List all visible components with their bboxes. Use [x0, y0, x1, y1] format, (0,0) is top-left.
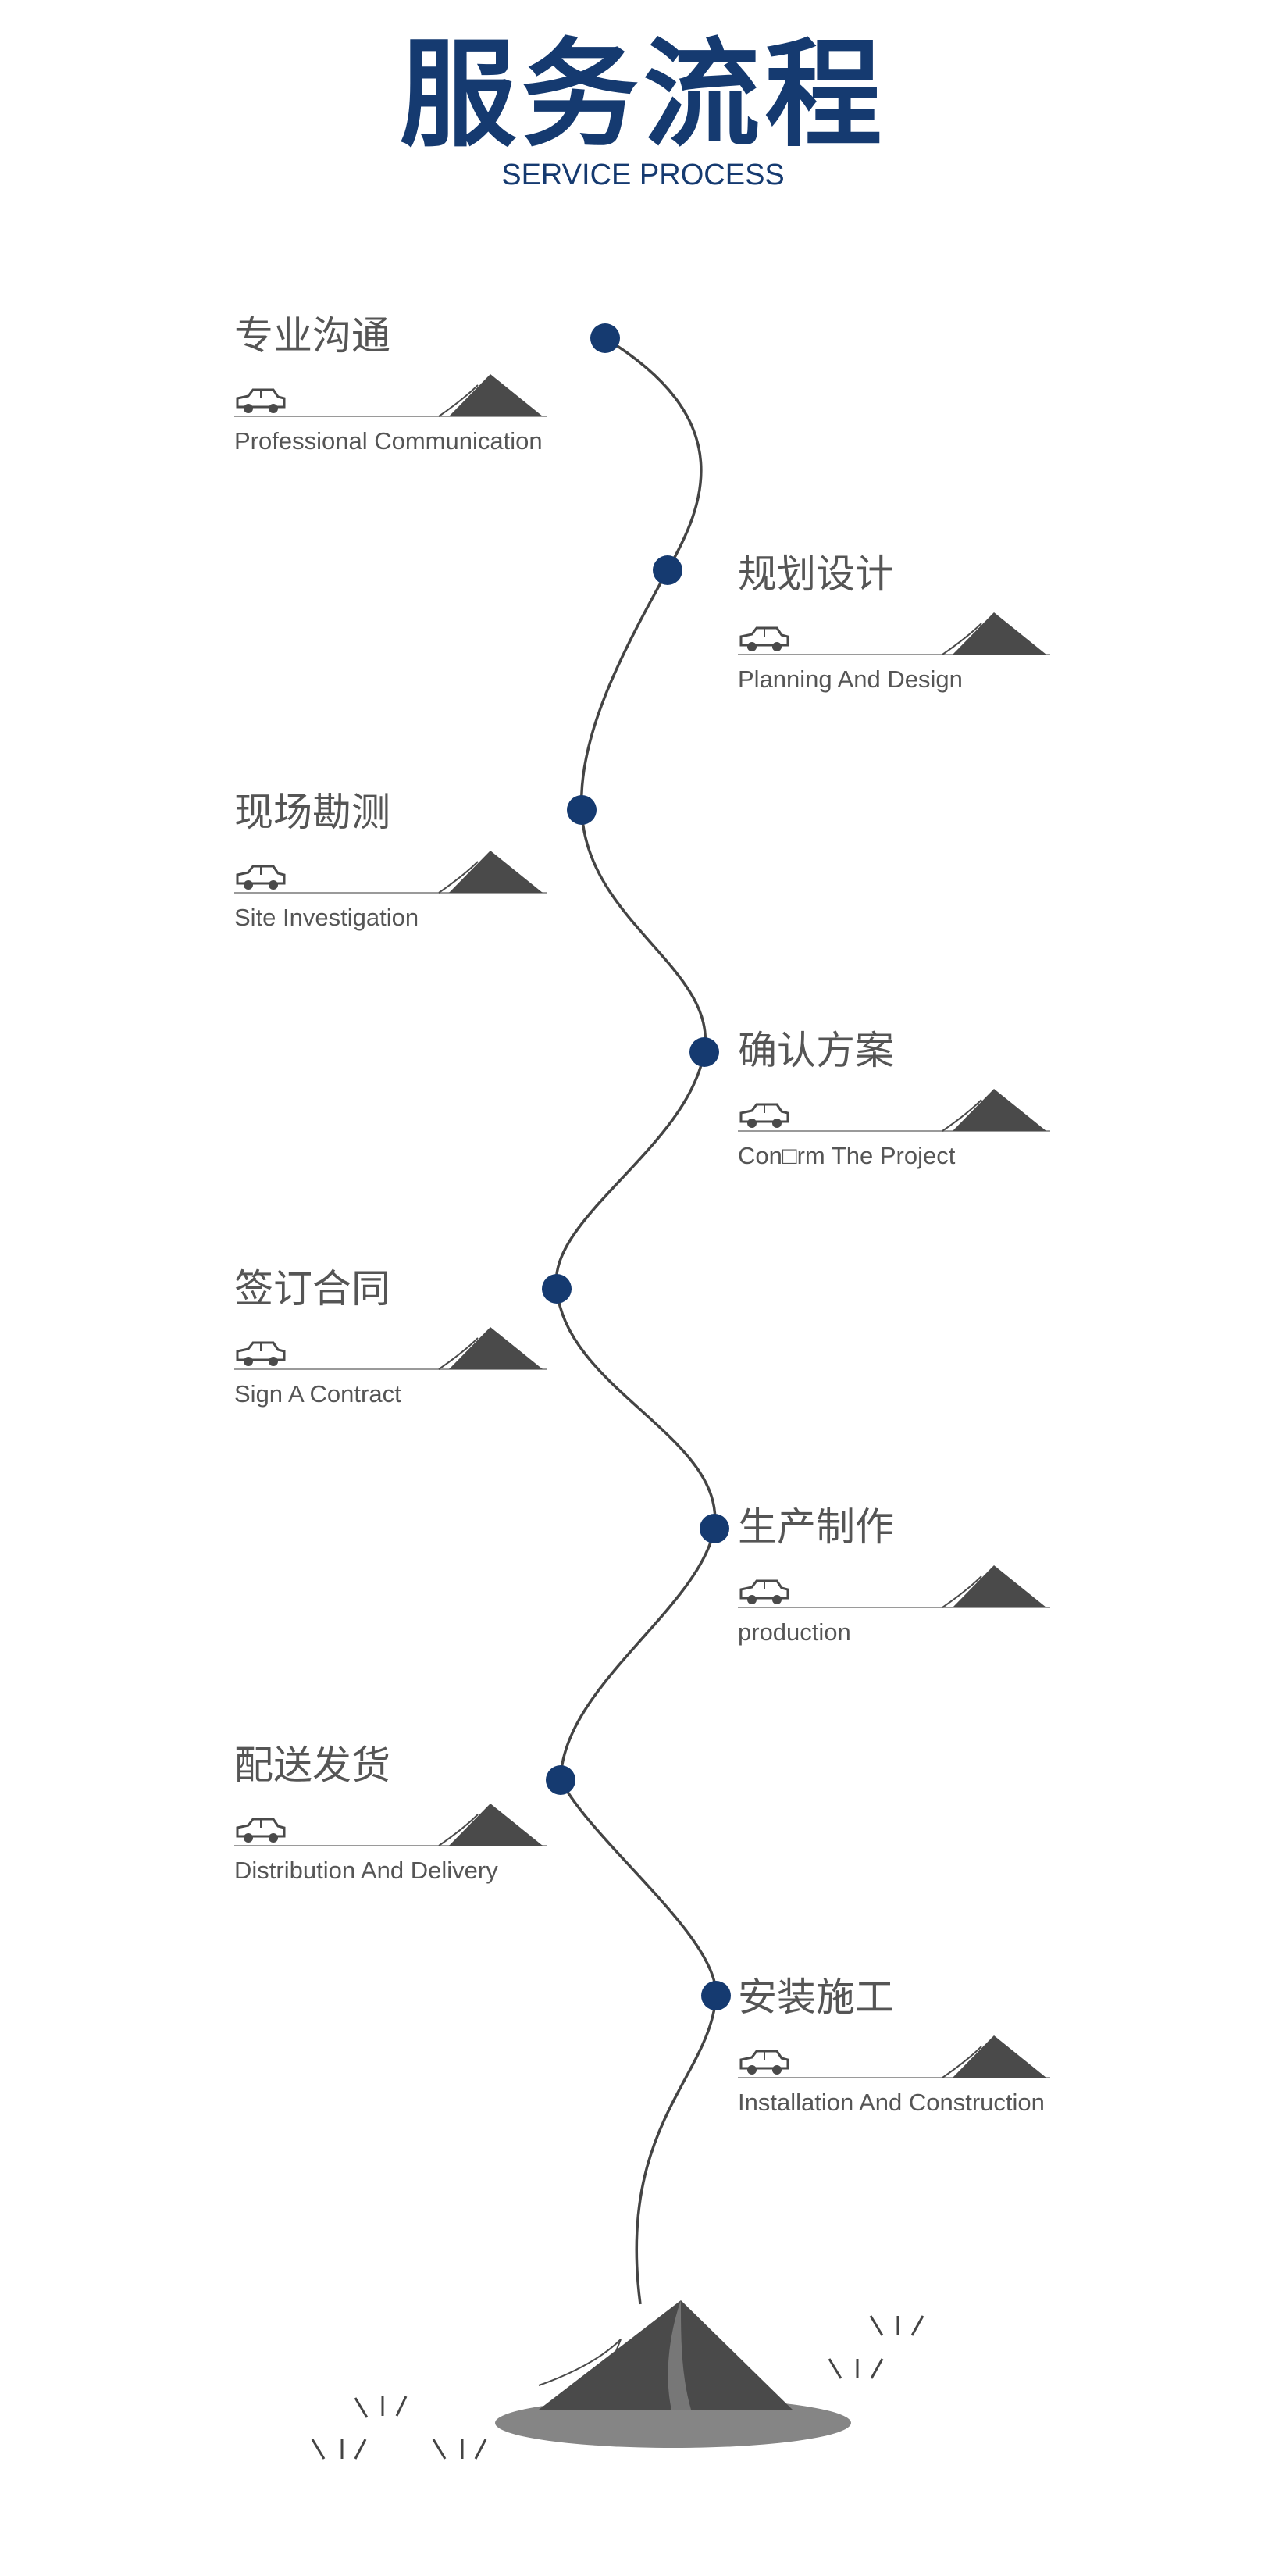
process-step-8: 安装施工 Installation And Construction — [738, 1978, 1074, 2134]
process-step-3: 现场勘测 Site Investigation — [234, 793, 570, 949]
step-decoration — [234, 849, 547, 900]
step-subtitle: Con□rm The Project — [738, 1142, 955, 1170]
step-decoration — [738, 611, 1050, 662]
step-decoration — [738, 1564, 1050, 1614]
step-subtitle: production — [738, 1618, 851, 1647]
step-dot-4 — [689, 1037, 719, 1067]
step-subtitle: Professional Communication — [234, 427, 543, 455]
process-step-5: 签订合同 Sign A Contract — [234, 1269, 570, 1425]
car-icon — [741, 628, 788, 651]
step-subtitle: Site Investigation — [234, 904, 419, 932]
campsite-tent-icon — [495, 2300, 851, 2448]
step-decoration — [234, 1325, 547, 1376]
step-dot-8 — [701, 1981, 731, 2010]
process-step-4: 确认方案 Con□rm The Project — [738, 1031, 1074, 1187]
step-dot-3 — [567, 795, 597, 825]
step-dot-1 — [590, 323, 620, 353]
tent-icon — [439, 374, 543, 416]
tent-icon — [439, 1804, 543, 1846]
process-step-1: 专业沟通 Professional Communication — [234, 316, 570, 473]
tent-icon — [942, 2035, 1046, 2078]
step-decoration — [234, 1802, 547, 1853]
car-icon — [237, 390, 284, 413]
process-step-2: 规划设计 Planning And Design — [738, 555, 1074, 711]
step-decoration — [738, 1087, 1050, 1138]
tent-icon — [942, 1089, 1046, 1131]
step-decoration — [234, 373, 547, 423]
step-title: 签订合同 — [234, 1269, 390, 1308]
step-title: 规划设计 — [738, 555, 894, 594]
tent-icon — [942, 1565, 1046, 1607]
car-icon — [237, 866, 284, 890]
step-title: 配送发货 — [234, 1746, 390, 1785]
tent-icon — [439, 851, 543, 893]
step-subtitle: Sign A Contract — [234, 1380, 401, 1408]
step-title: 确认方案 — [738, 1031, 894, 1070]
step-subtitle: Planning And Design — [738, 665, 963, 694]
step-decoration — [738, 2034, 1050, 2085]
car-icon — [237, 1819, 284, 1843]
step-dot-6 — [700, 1514, 729, 1543]
step-title: 生产制作 — [738, 1507, 894, 1547]
tent-icon — [439, 1327, 543, 1369]
step-dot-2 — [653, 555, 682, 585]
step-subtitle: Distribution And Delivery — [234, 1857, 498, 1885]
process-path — [556, 338, 716, 2304]
process-step-6: 生产制作 production — [738, 1507, 1074, 1664]
car-icon — [741, 1581, 788, 1604]
tent-icon — [942, 612, 1046, 655]
step-title: 现场勘测 — [234, 793, 390, 832]
car-icon — [741, 1104, 788, 1128]
step-subtitle: Installation And Construction — [738, 2089, 1045, 2117]
process-step-7: 配送发货 Distribution And Delivery — [234, 1746, 570, 1902]
step-title: 安装施工 — [738, 1978, 894, 2017]
car-icon — [237, 1343, 284, 1366]
car-icon — [741, 2051, 788, 2075]
step-title: 专业沟通 — [234, 316, 390, 355]
